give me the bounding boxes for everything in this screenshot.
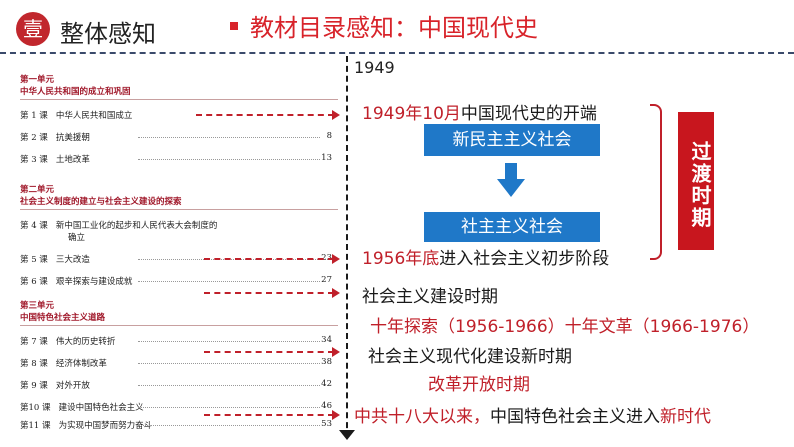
transition-period-label: 过渡时期 bbox=[678, 112, 714, 250]
unit-3-label: 第三单元 bbox=[20, 301, 55, 311]
lesson-title: 抗美援朝 bbox=[55, 133, 90, 143]
leader-dots bbox=[138, 159, 320, 160]
lesson-page: 46 bbox=[321, 401, 332, 411]
event-red-prefix: 中共十八大以来， bbox=[354, 407, 490, 427]
lesson-page: 13 bbox=[321, 153, 332, 163]
unit-2-label: 第二单元 bbox=[20, 185, 55, 195]
toc-lesson-11[interactable]: 第11 课 为实现中国梦而努力奋斗 53 bbox=[20, 419, 340, 431]
event-text: 中国现代史的开端 bbox=[460, 104, 597, 124]
lesson-title: 对外开放 bbox=[55, 381, 90, 391]
down-arrow-icon bbox=[505, 163, 517, 179]
timeline-event-1956: 1956年底进入社会主义初步阶段 bbox=[362, 244, 609, 269]
event-date: 1956年底 bbox=[362, 249, 440, 269]
lesson-number: 第 8 课 bbox=[20, 359, 48, 369]
lesson-title: 伟大的历史转折 bbox=[55, 337, 116, 347]
socialist-construction-period: 社会主义建设时期 bbox=[362, 287, 498, 307]
lesson-number: 第10 课 bbox=[20, 403, 51, 413]
lesson-number: 第 7 课 bbox=[20, 337, 48, 347]
unit-divider bbox=[20, 325, 338, 326]
connector-arrow-lesson-1 bbox=[196, 110, 340, 120]
leader-dots bbox=[138, 281, 320, 282]
toc-lesson-6[interactable]: 第 6 课 艰辛探索与建设成就 27 bbox=[20, 275, 340, 287]
new-democratic-society-box: 新民主主义社会 bbox=[424, 124, 600, 156]
lesson-title: 三大改造 bbox=[55, 255, 90, 265]
lesson-title: 新中国工业化的起步和人民代表大会制度的 bbox=[55, 221, 218, 231]
toc-lesson-4[interactable]: 第 4 课 新中国工业化的起步和人民代表大会制度的 bbox=[20, 219, 340, 231]
modernization-period: 社会主义现代化建设新时期 bbox=[368, 347, 572, 367]
lesson-number: 第 4 课 bbox=[20, 221, 48, 231]
lesson-title: 土地改革 bbox=[55, 155, 90, 165]
header-divider bbox=[0, 52, 794, 54]
toc-lesson-7[interactable]: 第 7 课 伟大的历史转折 34 bbox=[20, 335, 340, 347]
arrow-down-icon bbox=[339, 430, 355, 440]
timeline-event-new-era: 中共十八大以来，中国特色社会主义进入新时代 bbox=[354, 402, 711, 427]
connector-arrow-lesson-10 bbox=[204, 410, 340, 420]
lesson-page: 42 bbox=[321, 379, 332, 389]
timeline-axis bbox=[346, 56, 348, 438]
lesson-page: 27 bbox=[321, 275, 332, 285]
toc-lesson-2[interactable]: 第 2 课 抗美援朝 8 bbox=[20, 131, 340, 143]
event-text: 中国特色社会主义进入 bbox=[490, 407, 660, 427]
lesson-number: 第 1 课 bbox=[20, 111, 48, 121]
unit-2-name: 社会主义制度的建立与社会主义建设的探索 bbox=[20, 197, 182, 207]
lesson-title: 为实现中国梦而努力奋斗 bbox=[58, 421, 153, 431]
connector-arrow-lesson-7 bbox=[204, 347, 340, 357]
lesson-number: 第11 课 bbox=[20, 421, 51, 431]
leader-dots bbox=[138, 385, 320, 386]
lesson-page: 8 bbox=[326, 131, 332, 141]
toc-lesson-1[interactable]: 第 1 课 中华人民共和国成立 bbox=[20, 109, 340, 121]
toc-lesson-4-cont: 确立 bbox=[68, 233, 86, 243]
lesson-number: 第 3 课 bbox=[20, 155, 48, 165]
timeline-event-1949: 1949年10月中国现代史的开端 bbox=[362, 99, 597, 124]
bullet-icon bbox=[230, 22, 238, 30]
leader-dots bbox=[138, 137, 320, 138]
section-badge: 壹 bbox=[16, 12, 50, 46]
connector-arrow-lesson-6 bbox=[204, 288, 340, 298]
lesson-page: 53 bbox=[321, 419, 332, 429]
unit-3-name: 中国特色社会主义道路 bbox=[20, 313, 106, 323]
lesson-page: 38 bbox=[321, 357, 332, 367]
lesson-number: 第 5 课 bbox=[20, 255, 48, 265]
leader-dots bbox=[138, 425, 320, 426]
lesson-page: 34 bbox=[321, 335, 332, 345]
toc-lesson-3[interactable]: 第 3 课 土地改革 13 bbox=[20, 153, 340, 165]
toc-lesson-10[interactable]: 第10 课 建设中国特色社会主义 46 bbox=[20, 401, 340, 413]
page-title: 整体感知 bbox=[60, 20, 156, 48]
toc-lesson-8[interactable]: 第 8 课 经济体制改革 38 bbox=[20, 357, 340, 369]
unit-1-label: 第一单元 bbox=[20, 75, 55, 85]
socialist-society-box: 社主主义社会 bbox=[424, 212, 600, 242]
timeline-start-year: 1949 bbox=[354, 58, 395, 77]
event-text: 进入社会主义初步阶段 bbox=[439, 249, 610, 269]
leader-dots bbox=[138, 341, 320, 342]
transition-bracket bbox=[650, 104, 662, 260]
unit-divider bbox=[20, 99, 338, 100]
unit-divider bbox=[20, 209, 338, 210]
connector-arrow-lesson-5 bbox=[204, 254, 340, 264]
reform-opening-label: 改革开放时期 bbox=[428, 375, 530, 395]
leader-dots bbox=[138, 407, 320, 408]
page-subtitle: 教材目录感知：中国现代史 bbox=[250, 14, 538, 42]
down-arrow-head-icon bbox=[497, 179, 525, 197]
event-red-suffix: 新时代 bbox=[660, 407, 711, 427]
lesson-number: 第 2 课 bbox=[20, 133, 48, 143]
lesson-title: 建设中国特色社会主义 bbox=[58, 403, 144, 413]
lesson-number: 第 9 课 bbox=[20, 381, 48, 391]
toc-lesson-9[interactable]: 第 9 课 对外开放 42 bbox=[20, 379, 340, 391]
event-date: 1949年10月 bbox=[362, 104, 461, 124]
leader-dots bbox=[138, 363, 320, 364]
textbook-toc: 第一单元 中华人民共和国的成立和巩固 第 1 课 中华人民共和国成立 第 2 课… bbox=[10, 63, 338, 435]
socialist-construction-detail: 十年探索（1956-1966）十年文革（1966-1976） bbox=[370, 317, 760, 337]
lesson-title: 艰辛探索与建设成就 bbox=[55, 277, 133, 287]
unit-1-name: 中华人民共和国的成立和巩固 bbox=[20, 87, 131, 97]
lesson-number: 第 6 课 bbox=[20, 277, 48, 287]
lesson-title: 中华人民共和国成立 bbox=[55, 111, 133, 121]
lesson-title: 经济体制改革 bbox=[55, 359, 107, 369]
